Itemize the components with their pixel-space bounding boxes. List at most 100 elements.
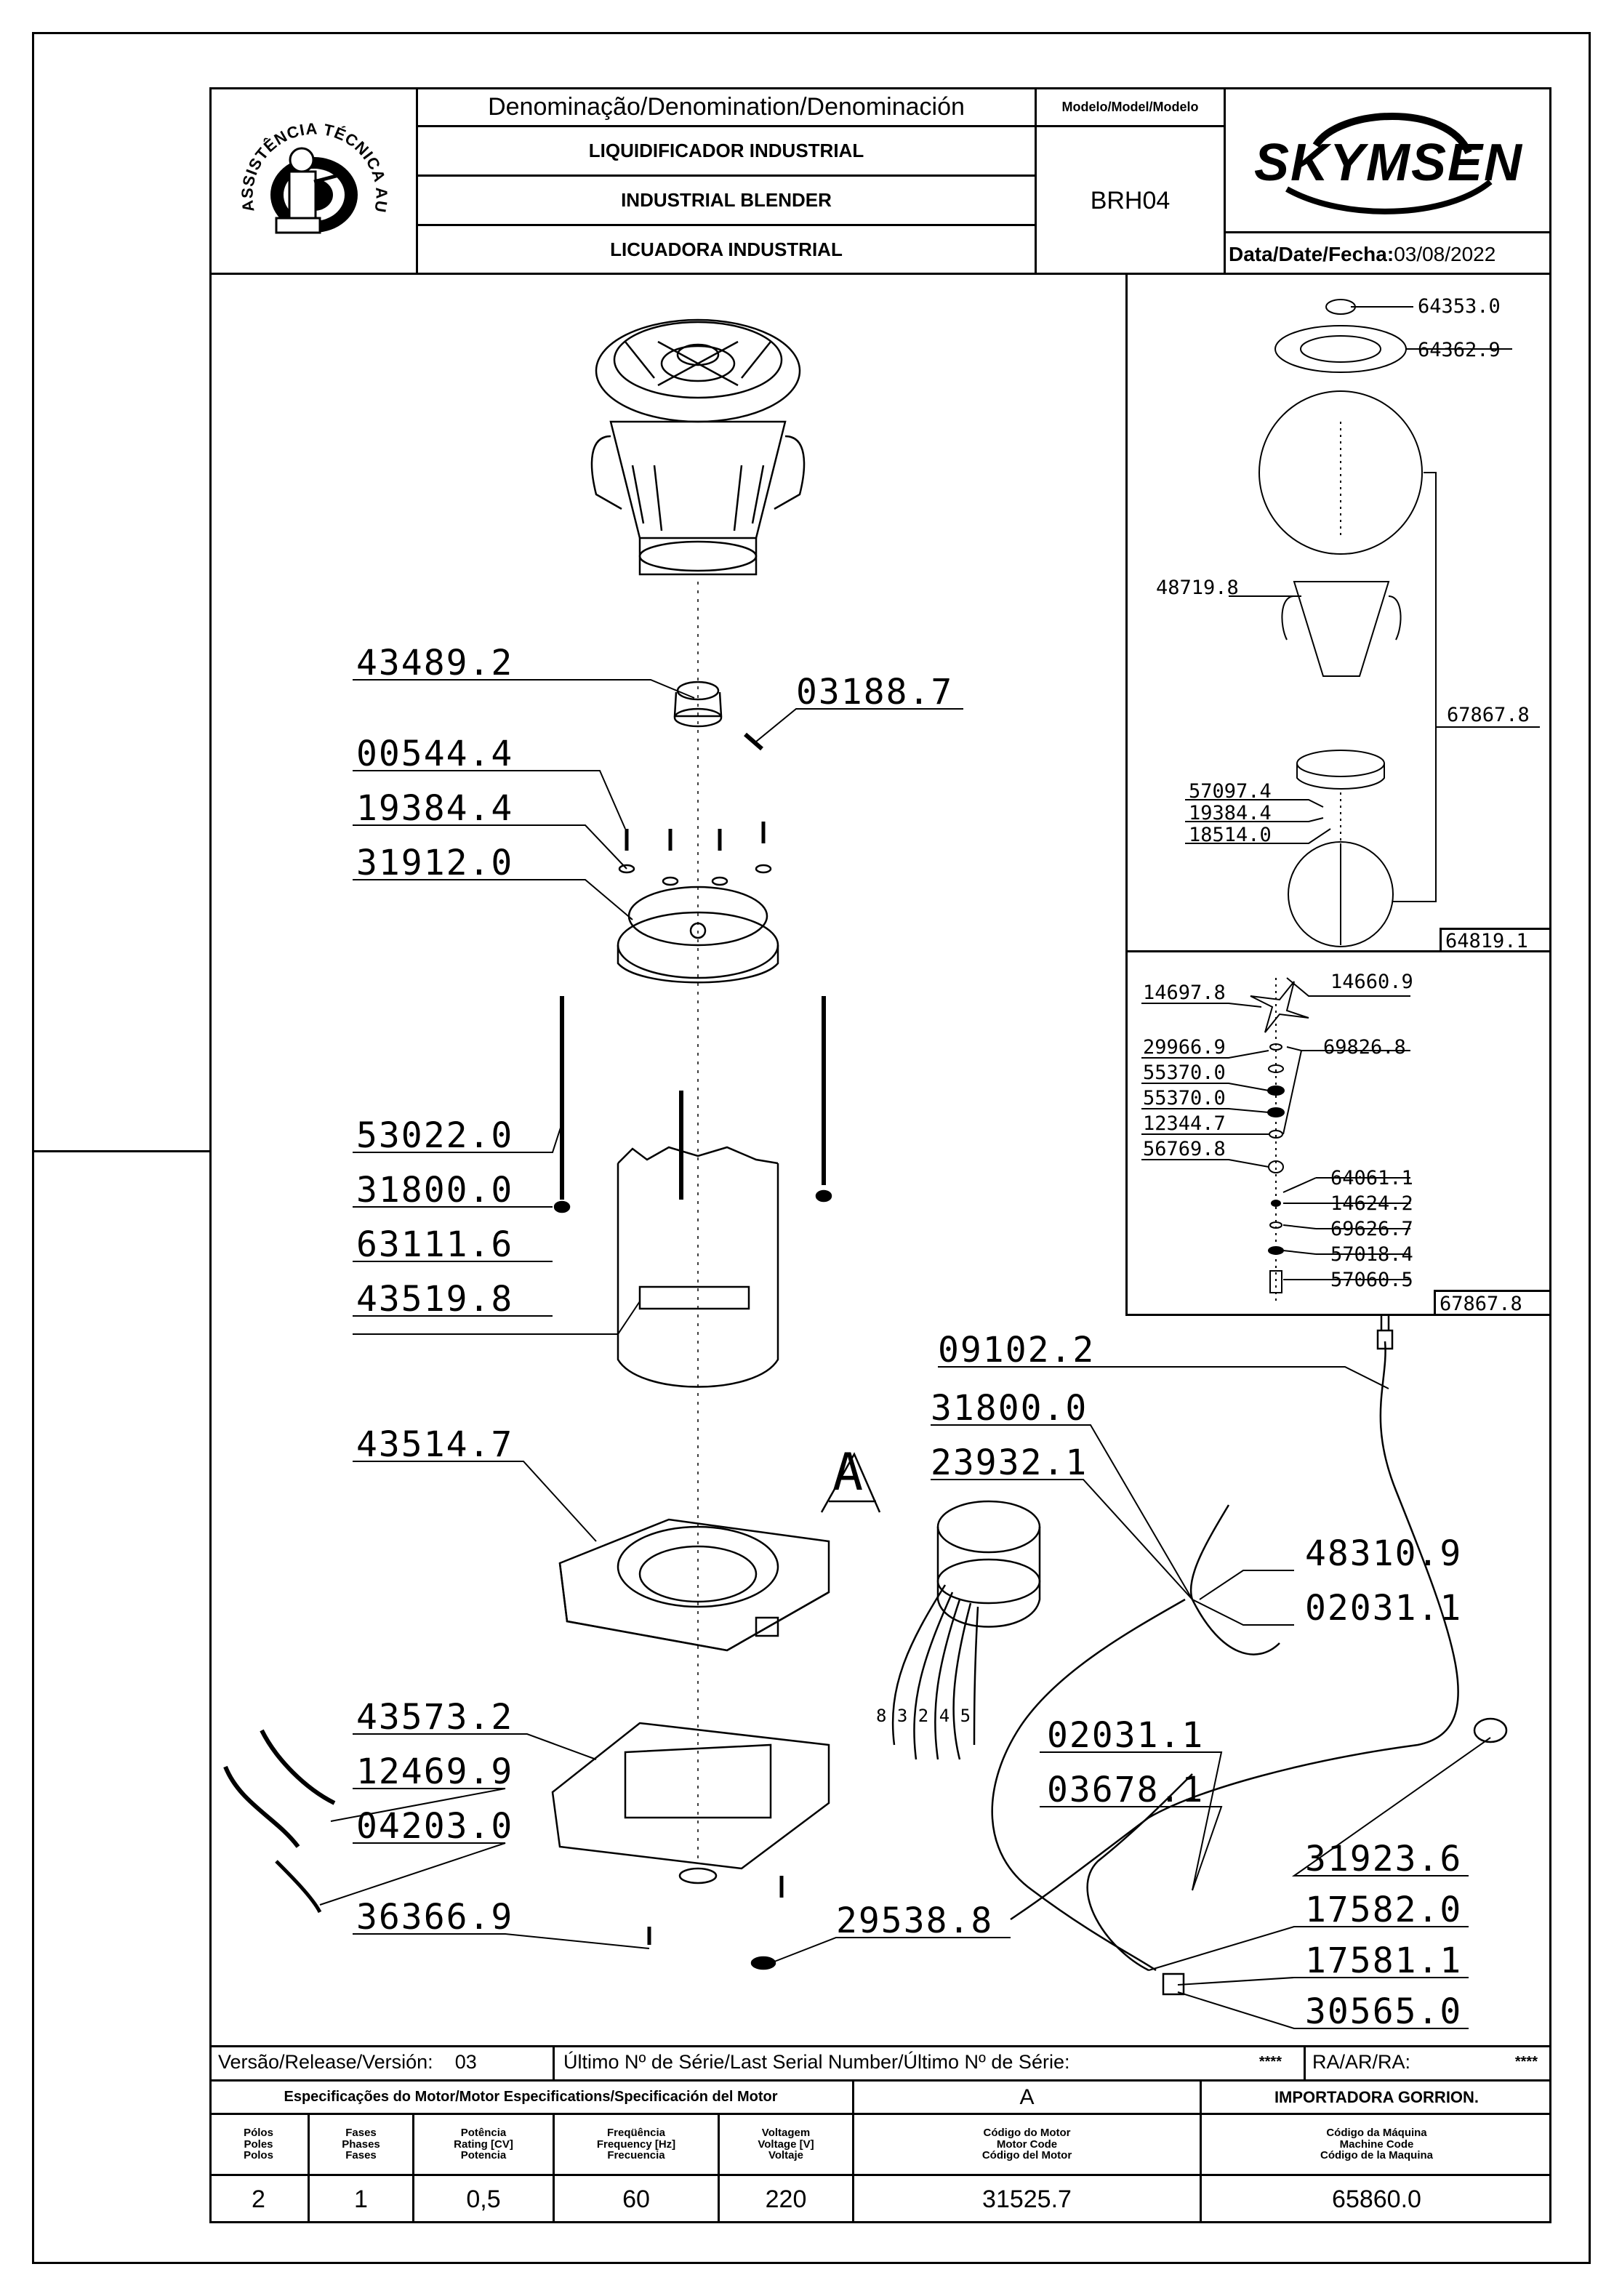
- denomination-title: Denominação/Denomination/Denominación: [488, 92, 965, 121]
- screws-00544-4: [618, 822, 772, 886]
- serial-label: Último Nº de Série/Last Serial Number/Úl…: [563, 2051, 1070, 2073]
- side-blade-assembly: [1141, 977, 1410, 1301]
- part-label: 55370.0: [1143, 1061, 1226, 1084]
- part-label: 14697.8: [1143, 982, 1226, 1004]
- cable-tie-04203-0: [275, 1860, 322, 1914]
- part-label: 57097.4: [1189, 780, 1272, 803]
- part-label: 14624.2: [1330, 1192, 1413, 1215]
- part-label: 56769.8: [1143, 1138, 1226, 1160]
- part-label: 09102.2: [938, 1330, 1096, 1370]
- part-label: 02031.1: [1047, 1715, 1205, 1756]
- part-label: 43514.7: [356, 1424, 514, 1465]
- release-label: Versão/Release/Versión:: [218, 2051, 433, 2073]
- part-label: 43519.8: [356, 1279, 514, 1320]
- part-label: 64061.1: [1330, 1167, 1413, 1189]
- authorized-service-seal: ASSISTÊNCIA TÉCNICA AUTORIZADA: [226, 95, 393, 258]
- part-label: 64353.0: [1418, 295, 1501, 318]
- part-label: 12469.9: [356, 1751, 514, 1792]
- release-value: 03: [454, 2051, 477, 2073]
- motor-id: A: [1019, 2084, 1035, 2109]
- bottom-plate-43573-2: [551, 1722, 830, 1884]
- part-label: 03678.1: [1047, 1770, 1205, 1810]
- screw-03188-7: [744, 732, 763, 751]
- part-label: 00544.4: [356, 734, 514, 774]
- side-panel-bottom: [1125, 952, 1551, 1316]
- wires-48310-9: [1189, 1504, 1280, 1655]
- wire-harness: [991, 1598, 1186, 1972]
- value-frequency: 60: [622, 2185, 650, 2213]
- part-label: 29966.9: [1143, 1036, 1226, 1059]
- detail-a-label: A: [832, 1442, 865, 1502]
- serial-value: ****: [1258, 2054, 1282, 2070]
- ra-label: RA/AR/RA:: [1312, 2051, 1411, 2073]
- sheet-frame: [209, 87, 1551, 2223]
- assembly-label: 67867.8: [1440, 1293, 1522, 1315]
- part-label: 48310.9: [1305, 1533, 1463, 1574]
- part-label: 31800.0: [356, 1170, 514, 1211]
- value-machine-code: 65860.0: [1332, 2185, 1421, 2213]
- part-label: 63111.6: [356, 1224, 514, 1265]
- part-label: 69826.8: [1323, 1036, 1406, 1059]
- part-label: 67867.8: [1447, 704, 1530, 726]
- part-label: 18514.0: [1189, 824, 1272, 846]
- value-voltage: 220: [765, 2185, 807, 2213]
- value-poles: 2: [252, 2185, 265, 2213]
- part-label: 36366.9: [356, 1897, 514, 1938]
- part-label: 43573.2: [356, 1697, 514, 1738]
- part-label: 04203.0: [356, 1806, 514, 1847]
- motor-spec-label: Especificações do Motor/Motor Especifica…: [284, 2089, 778, 2105]
- part-label: 19384.4: [356, 788, 514, 829]
- nut: [815, 1189, 832, 1203]
- part-label: 31800.0: [931, 1388, 1088, 1429]
- ra-cell: RA/AR/RA: ****: [1312, 2045, 1545, 2079]
- part-label: 17581.1: [1305, 1940, 1463, 1981]
- base-housing-43514-7: [558, 1518, 830, 1652]
- serial-cell: Último Nº de Série/Last Serial Number/Úl…: [563, 2045, 1304, 2079]
- brand-text: SKYMSEN: [1254, 134, 1523, 192]
- wire-numbers: 8 3 2 4 5: [876, 1706, 971, 1726]
- part-label: 23932.1: [931, 1442, 1088, 1483]
- value-phases: 1: [354, 2185, 368, 2213]
- part-label: 02031.1: [1305, 1588, 1463, 1629]
- footer-table: [209, 2045, 1551, 2223]
- value-power: 0,5: [466, 2185, 501, 2213]
- cable-tie: [260, 1729, 336, 1805]
- part-label: 03188.7: [796, 672, 954, 713]
- foot-29538-8: [750, 1956, 776, 1970]
- part-label: 30565.0: [1305, 1991, 1463, 2032]
- importer: IMPORTADORA GORRION.: [1274, 2087, 1480, 2106]
- value-motor-code: 31525.7: [982, 2185, 1072, 2213]
- part-label: 19384.4: [1189, 802, 1272, 824]
- part-label: 64362.9: [1418, 339, 1501, 361]
- power-cord-09102-2: [1010, 1341, 1459, 1921]
- part-label: 55370.0: [1143, 1087, 1226, 1109]
- motor-a: [891, 1500, 1041, 1760]
- title-block: [209, 87, 1551, 275]
- fold-mark: [32, 1150, 209, 1152]
- part-label: 69626.7: [1330, 1218, 1413, 1240]
- name-en: INDUSTRIAL BLENDER: [621, 189, 832, 211]
- skymsen-logo: SKYMSEN: [1229, 95, 1549, 229]
- strain-relief-31923-6: [1473, 1717, 1508, 1743]
- blender-jar: [590, 318, 806, 576]
- part-label: 43489.2: [356, 643, 514, 683]
- date-row: Data/Date/Fecha: 03/08/2022: [1229, 234, 1551, 275]
- name-es: LICUADORA INDUSTRIAL: [610, 238, 843, 260]
- part-label: 57018.4: [1330, 1243, 1413, 1266]
- part-label: 12344.7: [1143, 1112, 1226, 1135]
- date-label: Data/Date/Fecha:: [1229, 243, 1394, 265]
- detail-a-marker: [820, 1452, 881, 1513]
- release-cell: Versão/Release/Versión: 03: [218, 2045, 553, 2079]
- name-pt: LIQUIDIFICADOR INDUSTRIAL: [588, 140, 864, 161]
- part-label: 29538.8: [836, 1900, 994, 1941]
- model-value: BRH04: [1090, 187, 1171, 214]
- part-label: 17582.0: [1305, 1890, 1463, 1930]
